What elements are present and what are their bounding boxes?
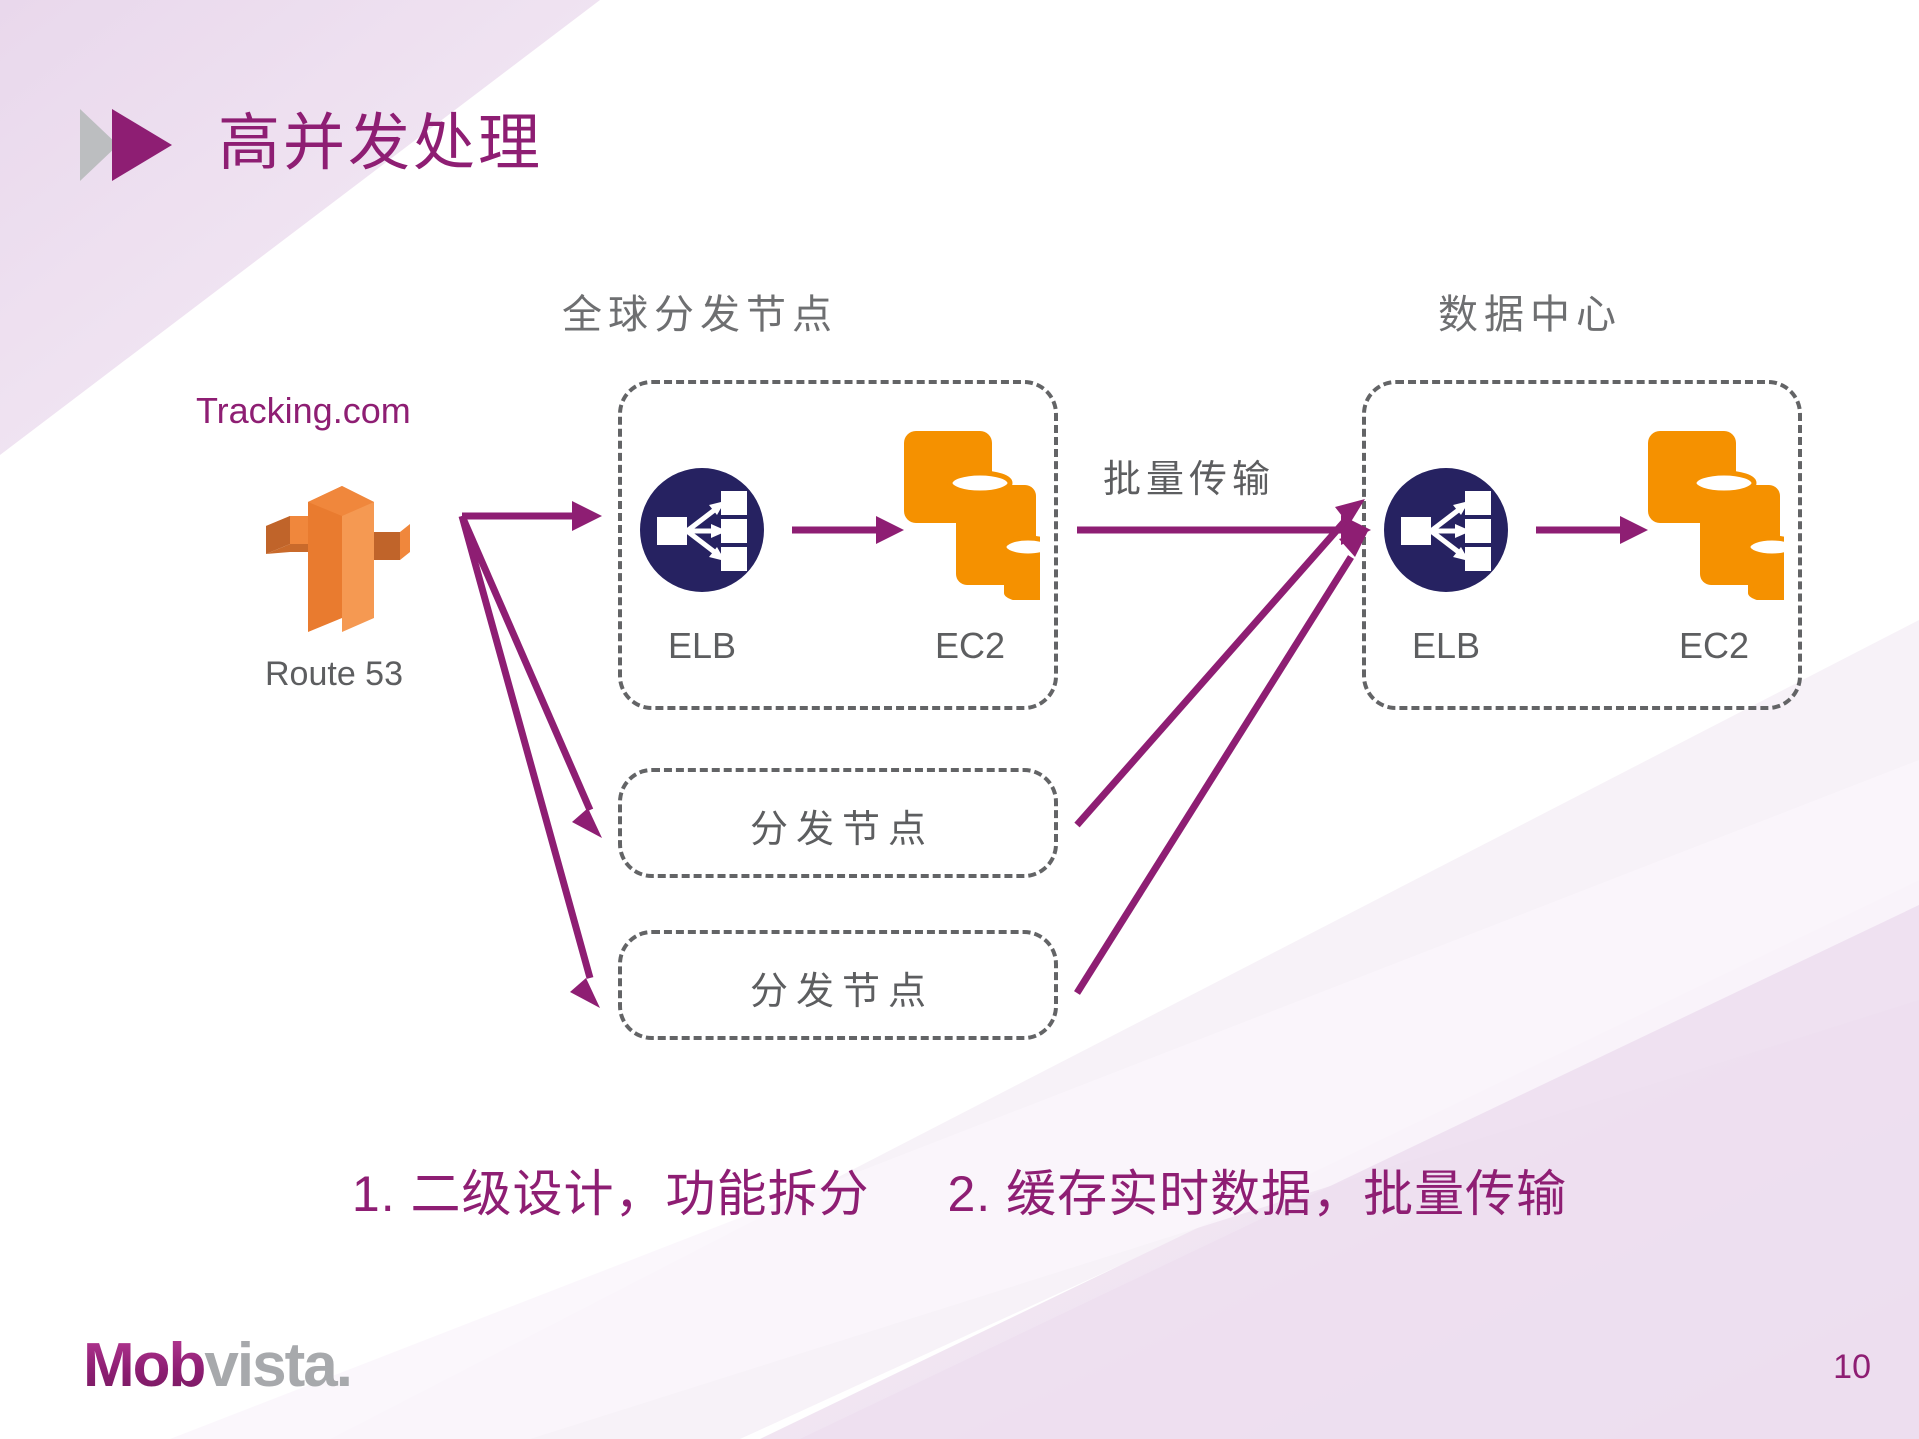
slide-header: 高并发处理: [0, 95, 1000, 205]
page-title: 高并发处理: [218, 109, 544, 178]
dc-node-label-ec2: EC2: [1678, 625, 1750, 666]
chevron-logo-icon: [80, 109, 172, 181]
zone-label-datacenter: 数据中心: [1438, 293, 1622, 337]
conclusion-item-2: 2. 缓存实时数据，批量传输: [948, 1154, 1568, 1226]
page-number: 10: [1833, 1348, 1871, 1386]
elb-loadbalancer-icon: [1384, 468, 1508, 592]
pop-box-1-label: 分发节点: [749, 809, 934, 851]
pop-box-2-label: 分发节点: [749, 971, 934, 1013]
mobvista-logo-mob: Mob: [83, 1331, 206, 1400]
zone-label-edge: 全球分发节点: [562, 293, 838, 337]
arrow-dc-elb-to-ec2: [1536, 516, 1648, 544]
conclusion-row: 1. 二级设计，功能拆分 2. 缓存实时数据，批量传输: [0, 1150, 1919, 1230]
ec2-instances-icon: [1648, 431, 1784, 600]
route53-signpost-icon: [266, 486, 410, 632]
edge-node-label-ec2: EC2: [934, 625, 1006, 666]
conclusion-1-text: 二级设计，功能拆分: [410, 1166, 870, 1222]
conclusion-2-text: 缓存实时数据，批量传输: [1006, 1166, 1568, 1222]
arrows-pops-to-datacenter: [1074, 499, 1369, 995]
conclusion-1-number: 1.: [351, 1166, 396, 1222]
route53-fanout-arrows: [458, 501, 602, 1008]
dc-node-label-elb: ELB: [1411, 625, 1481, 666]
conclusion-item-1: 1. 二级设计，功能拆分: [352, 1154, 870, 1226]
ec2-instances-icon: [904, 431, 1040, 600]
mobvista-logo-vista: vista.: [204, 1331, 353, 1400]
mobvista-logo: Mobvista.: [83, 1330, 353, 1401]
arrow-edge-elb-to-ec2: [792, 516, 904, 544]
source-domain-label: Tracking.com: [196, 390, 411, 431]
source-service-label: Route 53: [265, 655, 403, 693]
conclusion-2-number: 2.: [947, 1166, 992, 1222]
